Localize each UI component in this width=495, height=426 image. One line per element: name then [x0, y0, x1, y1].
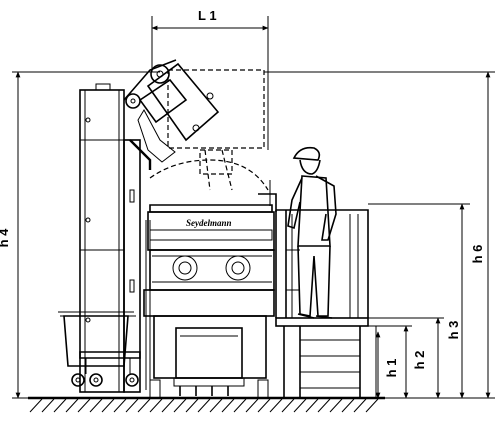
dimension-h4: h 4 — [0, 71, 160, 399]
tipping-path — [149, 69, 269, 191]
lift-arm — [123, 59, 220, 170]
loader-column — [79, 83, 151, 393]
dimension-l1: L 1 — [151, 8, 269, 150]
dimension-label-l1: L 1 — [198, 8, 217, 23]
operator-figure — [287, 146, 337, 319]
dimension-label-h4: h 4 — [0, 228, 11, 248]
dimension-h3: h 3 — [368, 317, 461, 399]
dimension-label-h1: h 1 — [384, 359, 399, 378]
dimension-h2: h 2 — [368, 325, 427, 399]
floor-ground — [28, 396, 385, 413]
dimension-label-h3: h 3 — [446, 321, 461, 340]
operator-platform — [275, 209, 369, 398]
dimension-h1: h 1 — [375, 326, 399, 399]
meat-trolley — [58, 311, 141, 387]
dimension-label-h6: h 6 — [470, 245, 485, 264]
dimension-label-h2: h 2 — [412, 351, 427, 370]
dimension-h6-rail: h 6 — [368, 203, 485, 399]
cutter-body: Seydelmann — [143, 180, 277, 399]
brand-logo: Seydelmann — [186, 218, 232, 228]
